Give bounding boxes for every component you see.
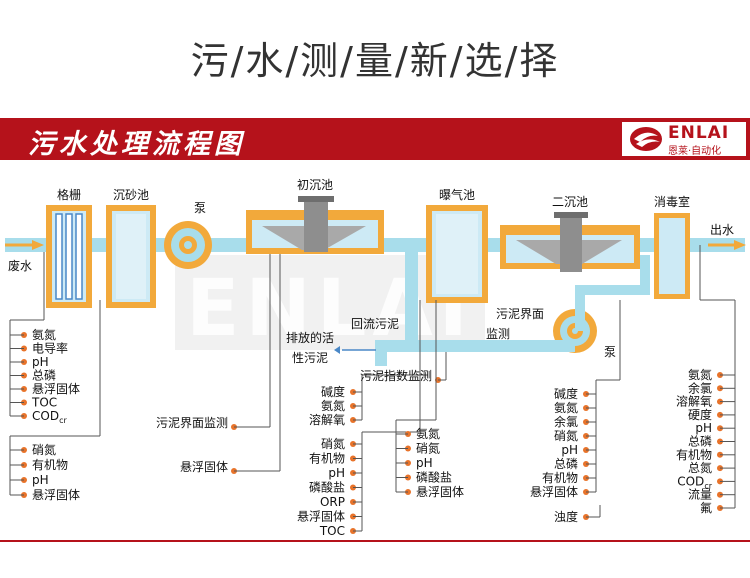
pump-1-label: 泵 xyxy=(194,201,206,215)
grid-label: 格栅 xyxy=(57,187,81,202)
logo-mark-icon xyxy=(630,127,662,151)
aeration-label: 曝气池 xyxy=(439,187,475,202)
inlet-bottom-param-item: 有机物 xyxy=(32,458,68,472)
secondary-param-item: 硝氮 xyxy=(554,428,578,443)
secondary-param-item: 悬浮固体 xyxy=(530,485,578,499)
outlet-param-item: 总磷 xyxy=(688,434,712,449)
interface-label-1: 污泥界面 xyxy=(496,307,544,321)
outlet-param-item: 总氮 xyxy=(688,460,712,475)
process-diagram: ENLAI xyxy=(5,178,746,538)
secondary-param-item: 氨氮 xyxy=(554,400,578,415)
outlet-param-cod: CODcr xyxy=(677,474,712,490)
inlet-param-item: TOC xyxy=(31,396,57,410)
outlet-arrow-icon xyxy=(734,240,746,250)
aeration-b-item: 有机物 xyxy=(309,452,345,466)
grit-chamber-unit xyxy=(106,205,156,308)
discharge-label-1: 排放的活 xyxy=(286,330,334,345)
param-connectors xyxy=(9,245,736,534)
grid-screen-unit xyxy=(46,205,92,308)
primary-ss-label: 悬浮固体 xyxy=(180,460,228,474)
aeration-a-item: 碱度 xyxy=(321,384,345,399)
return-sludge-pipe xyxy=(405,245,418,345)
aeration-b-item: TOC xyxy=(319,524,345,538)
aeration-c-item: pH xyxy=(416,456,433,470)
disinfection-room-unit xyxy=(654,213,690,299)
inlet-param-item: 悬浮固体 xyxy=(32,382,80,396)
inlet-bottom-param-item: pH xyxy=(32,473,49,487)
aeration-b-item: ORP xyxy=(320,495,345,509)
aeration-b-item: 硝氮 xyxy=(321,436,345,451)
discharge-arrow-icon xyxy=(334,346,340,354)
discharge-label-2: 性污泥 xyxy=(292,351,328,365)
outlet-param-item: pH xyxy=(695,421,712,435)
sludge-index-label: 污泥指数监测 xyxy=(360,368,432,383)
aeration-b-item: 悬浮固体 xyxy=(297,510,345,524)
secondary-turbidity-label: 浊度 xyxy=(554,509,578,524)
inlet-label: 废水 xyxy=(8,258,32,273)
aeration-b-item: 磷酸盐 xyxy=(309,480,345,495)
aeration-c-item: 磷酸盐 xyxy=(416,470,452,485)
inlet-param-item: 电导率 xyxy=(32,341,68,356)
inlet-param-item: 总磷 xyxy=(32,368,56,383)
bottom-rule xyxy=(0,540,750,542)
inlet-arrow-icon xyxy=(32,240,44,250)
outlet-param-item: 溶解氧 xyxy=(676,394,712,409)
outlet-param-item: 流量 xyxy=(688,488,712,502)
outlet-label: 出水 xyxy=(710,223,734,237)
banner-title: 污水处理流程图 xyxy=(28,129,245,160)
primary-clarifier-unit xyxy=(246,196,384,254)
logo-subtitle: 恩莱·自动化 xyxy=(668,146,722,157)
disinfect-label: 消毒室 xyxy=(654,194,690,209)
aeration-b-item: pH xyxy=(328,466,345,480)
primary-label: 初沉池 xyxy=(297,178,333,192)
secondary-param-item: 碱度 xyxy=(554,386,578,401)
outlet-param-item: 氟 xyxy=(700,501,712,515)
secondary-clarifier-unit xyxy=(500,212,640,272)
aeration-a-item: 溶解氧 xyxy=(309,412,345,427)
pump-1-unit xyxy=(164,221,212,269)
outlet-param-item: 有机物 xyxy=(676,448,712,462)
aeration-tank-unit xyxy=(426,205,488,303)
secondary-param-item: 有机物 xyxy=(542,471,578,485)
pump-2-label: 泵 xyxy=(604,345,616,359)
secondary-label: 二沉池 xyxy=(552,195,588,209)
banner: 污水处理流程图 ENLAI 恩莱·自动化 xyxy=(0,118,750,160)
secondary-param-item: 余氯 xyxy=(554,414,578,429)
grit-label: 沉砂池 xyxy=(113,188,149,202)
inlet-bottom-param-item: 硝氮 xyxy=(32,442,56,457)
param-lists: 氨氮电导率pH总磷悬浮固体TOCCODcr硝氮有机物pH悬浮固体碱度氨氮溶解氧硝… xyxy=(31,327,713,538)
return-sludge-label: 回流污泥 xyxy=(351,317,399,331)
inlet-param-cod: CODcr xyxy=(32,409,67,425)
secondary-param-item: pH xyxy=(561,443,578,457)
watermark-text: ENLAI xyxy=(186,264,474,354)
outlet-param-item: 氨氮 xyxy=(688,367,712,382)
primary-interface-label: 污泥界面监测 xyxy=(156,416,228,430)
company-logo: ENLAI 恩莱·自动化 xyxy=(622,122,746,157)
page-title: 污/水/测/量/新/选/择 xyxy=(190,39,560,83)
aeration-c-item: 氨氮 xyxy=(416,426,440,441)
aeration-c-item: 硝氮 xyxy=(416,441,440,456)
inlet-bottom-param-item: 悬浮固体 xyxy=(32,488,80,502)
interface-label-2: 监测 xyxy=(486,327,510,341)
inlet-param-item: 氨氮 xyxy=(32,327,56,342)
inlet-param-item: pH xyxy=(32,355,49,369)
aeration-c-item: 悬浮固体 xyxy=(416,485,464,499)
outlet-param-item: 余氯 xyxy=(688,380,712,395)
logo-text: ENLAI xyxy=(668,123,730,143)
secondary-param-item: 总磷 xyxy=(554,456,578,471)
outlet-param-item: 硬度 xyxy=(688,407,712,422)
aeration-a-item: 氨氮 xyxy=(321,398,345,413)
